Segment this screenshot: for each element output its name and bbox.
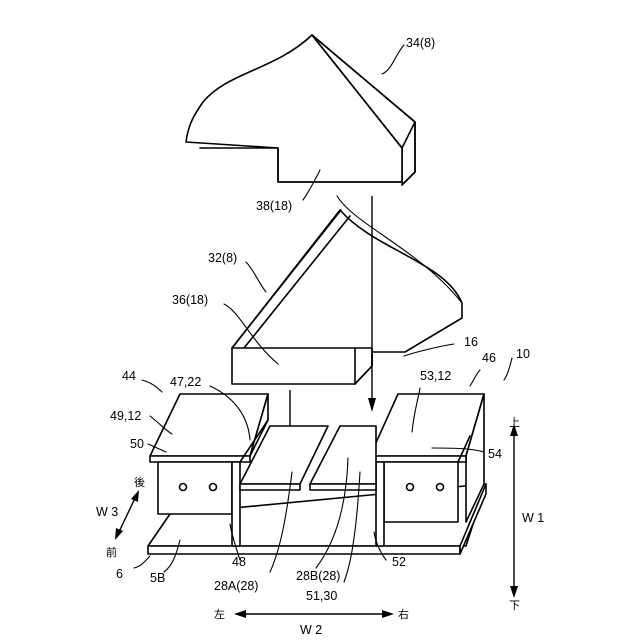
label-36: 36(18) — [172, 293, 208, 307]
direction-w1 — [510, 424, 518, 598]
dir-right: 右 — [398, 607, 409, 621]
label-6: 6 — [116, 567, 123, 581]
left-block-inner-leg — [232, 462, 240, 546]
dir-back: 後 — [134, 475, 145, 489]
label-50: 50 — [130, 437, 144, 451]
dir-up: 上 — [509, 416, 520, 429]
w2-head-left — [234, 610, 246, 618]
label-54: 54 — [488, 447, 502, 461]
leader-10 — [504, 358, 512, 380]
slider-28B-front — [310, 484, 376, 490]
label-16: 16 — [464, 335, 478, 349]
label-28A: 28A(28) — [214, 579, 258, 593]
right-block-inner-leg — [376, 462, 384, 546]
right-block-front-wall — [384, 462, 458, 522]
direction-w3 — [115, 490, 139, 540]
lower-wedge-body — [232, 210, 462, 384]
dir-front: 前 — [106, 545, 117, 559]
label-28B: 28B(28) — [296, 569, 340, 583]
w3-head-front — [115, 528, 123, 540]
label-38: 38(18) — [256, 199, 292, 213]
w2-head-right — [382, 610, 394, 618]
leader-46 — [470, 370, 480, 386]
label-10: 10 — [516, 347, 530, 361]
arrow-head-right — [368, 398, 376, 412]
right-block-top — [370, 394, 484, 456]
w1-head-down — [510, 586, 518, 598]
leader-44 — [142, 380, 162, 392]
w3-head-back — [131, 490, 139, 502]
dir-w1: W 1 — [522, 511, 544, 525]
leader-6 — [134, 556, 150, 568]
right-block-front-rim — [370, 456, 466, 462]
direction-w2 — [234, 610, 394, 618]
leader-32 — [246, 262, 266, 292]
w3-line — [118, 496, 136, 534]
label-32: 32(8) — [208, 251, 237, 265]
label-47-22: 47,22 — [170, 375, 201, 389]
label-5B: 5B — [150, 571, 165, 585]
label-34: 34(8) — [406, 36, 435, 50]
label-49-12: 49,12 — [110, 409, 141, 423]
label-52: 52 — [392, 555, 406, 569]
label-44: 44 — [122, 369, 136, 383]
slider-28A-front — [240, 484, 300, 490]
dir-down: 下 — [509, 599, 520, 612]
label-48: 48 — [232, 555, 246, 569]
upper-wedge-part — [186, 35, 415, 185]
label-53-12: 53,12 — [420, 369, 451, 383]
dir-left: 左 — [214, 608, 225, 621]
label-46: 46 — [482, 351, 496, 365]
dir-w2: W 2 — [300, 623, 322, 637]
dir-w3: W 3 — [96, 505, 118, 519]
left-block-front-rim — [150, 456, 250, 462]
leader-34 — [382, 45, 404, 74]
label-51-30: 51,30 — [306, 589, 337, 603]
left-block-front-wall — [158, 462, 232, 514]
lower-wedge-part — [232, 196, 462, 384]
base-plate-front — [148, 546, 460, 554]
